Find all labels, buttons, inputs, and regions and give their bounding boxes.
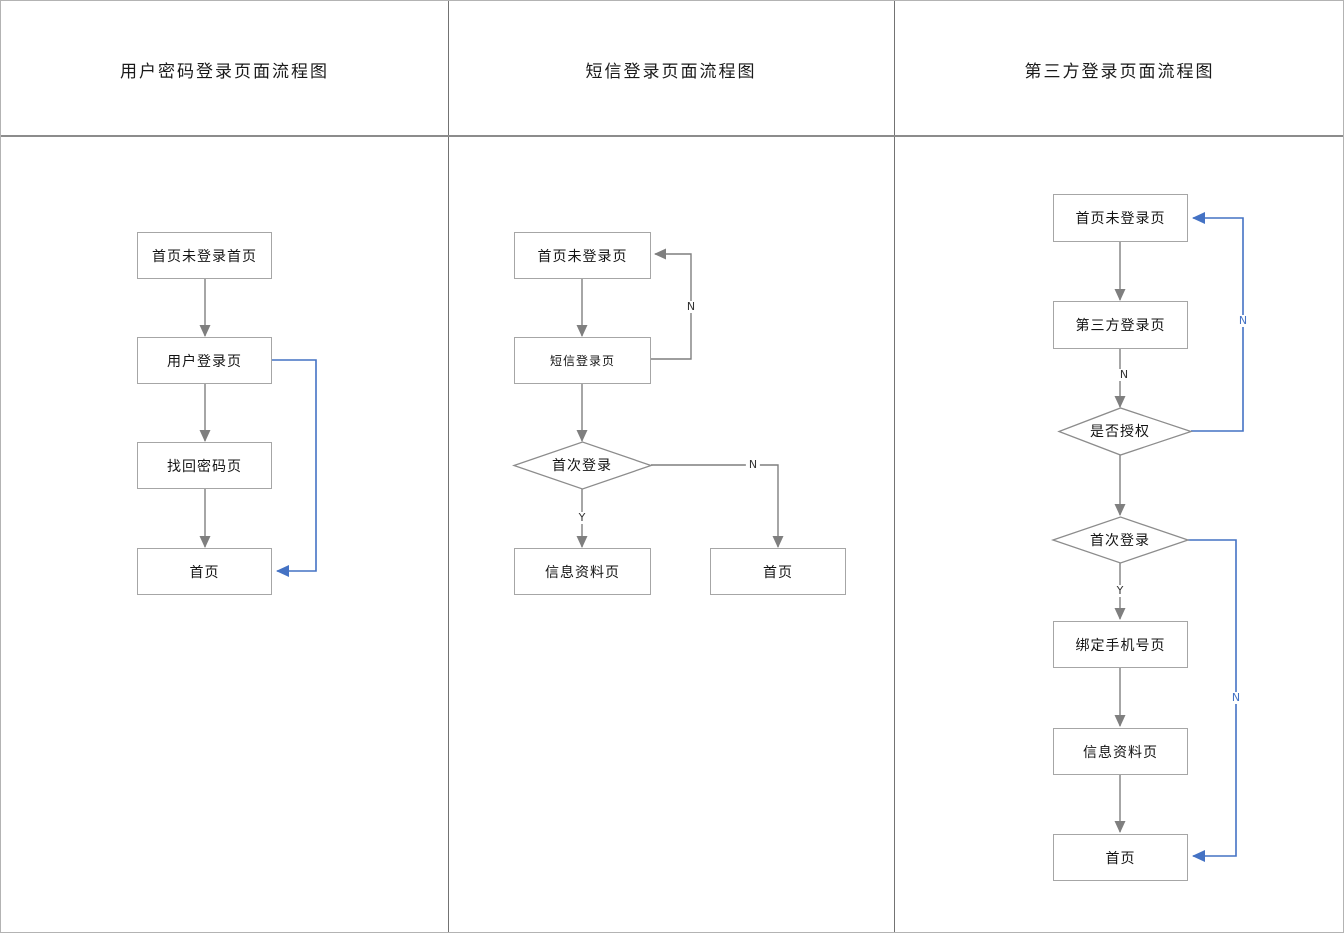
c3-diamond-authorized-label: 是否授权 (1090, 424, 1150, 440)
c3-box-third-party-login: 第三方登录页 (1053, 301, 1188, 349)
c3-edge-label-first-no: N (1228, 692, 1244, 704)
c3-edge-label-pre-auth-n: N (1116, 369, 1132, 381)
c2-edge-label-yes: Y (575, 512, 589, 524)
c1-box-user-login: 用户登录页 (137, 337, 272, 384)
c1-box-home: 首页 (137, 548, 272, 595)
c3-edge-label-yes: Y (1113, 585, 1127, 597)
c3-box-bind-phone: 绑定手机号页 (1053, 621, 1188, 668)
c2-diamond-first-login-label: 首次登录 (552, 458, 612, 474)
c3-box-home-guest: 首页未登录页 (1053, 194, 1188, 242)
c3-edge-label-auth-no: N (1235, 315, 1251, 327)
c2-box-info-profile: 信息资料页 (514, 548, 651, 595)
c2-box-home-guest: 首页未登录页 (514, 232, 651, 279)
c2-edge-label-no: N (745, 459, 761, 471)
column3-title: 第三方登录页面流程图 (1024, 62, 1215, 82)
c1-box-home-guest: 首页未登录首页 (137, 232, 272, 279)
c1-edge-userlogin-home-return (272, 359, 317, 577)
column-divider-1 (448, 1, 449, 932)
c1-box-find-password: 找回密码页 (137, 442, 272, 489)
c2-box-home: 首页 (710, 548, 846, 595)
c2-edge-firstlogin-home-no (651, 464, 784, 548)
header-divider (1, 135, 1343, 137)
c3-box-home: 首页 (1053, 834, 1188, 881)
c3-box-info-profile: 信息资料页 (1053, 728, 1188, 775)
c3-diamond-first-login-label: 首次登录 (1090, 533, 1150, 549)
column1-title: 用户密码登录页面流程图 (120, 62, 329, 82)
column2-title: 短信登录页面流程图 (585, 62, 757, 82)
c2-box-sms-login: 短信登录页 (514, 337, 651, 384)
column-divider-2 (894, 1, 895, 932)
c2-edge-label-retry-n: N (683, 301, 699, 313)
